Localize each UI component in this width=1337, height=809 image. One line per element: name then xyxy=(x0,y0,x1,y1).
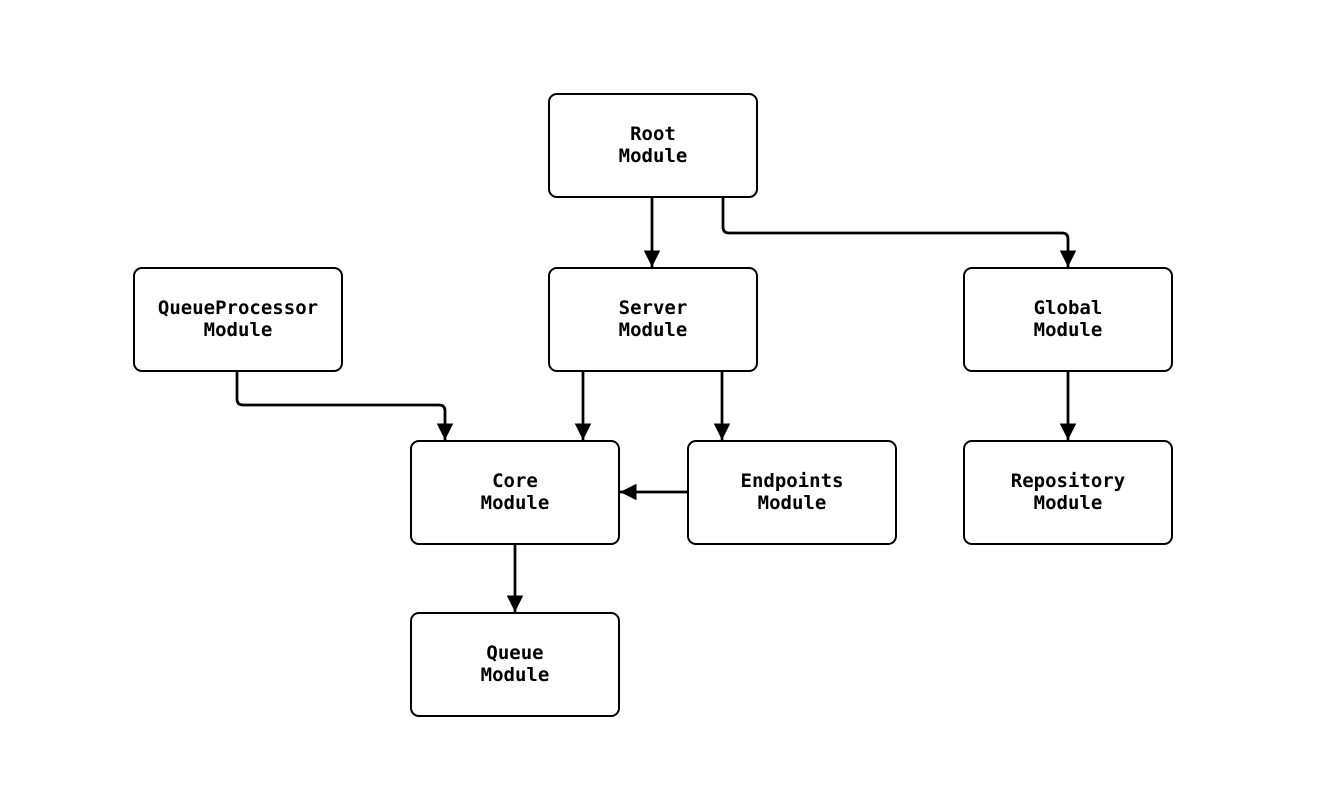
node-label-root: Root Module xyxy=(618,123,688,167)
node-label-repository: Repository Module xyxy=(1010,470,1126,514)
node-endpoints: Endpoints Module xyxy=(687,440,897,545)
node-label-core: Core Module xyxy=(480,470,550,514)
node-root: Root Module xyxy=(548,93,758,198)
node-label-queue: Queue Module xyxy=(480,642,550,686)
node-label-global: Global Module xyxy=(1033,297,1103,341)
node-global: Global Module xyxy=(963,267,1173,372)
edge-queueprocessor-to-core xyxy=(235,372,454,440)
node-queueprocessor: QueueProcessor Module xyxy=(133,267,343,372)
node-label-endpoints: Endpoints Module xyxy=(740,470,844,514)
node-server: Server Module xyxy=(548,267,758,372)
node-core: Core Module xyxy=(410,440,620,545)
node-label-server: Server Module xyxy=(618,297,688,341)
edge-root-to-global xyxy=(721,198,1077,267)
node-queue: Queue Module xyxy=(410,612,620,717)
node-label-queueprocessor: QueueProcessor Module xyxy=(157,297,319,341)
node-repository: Repository Module xyxy=(963,440,1173,545)
